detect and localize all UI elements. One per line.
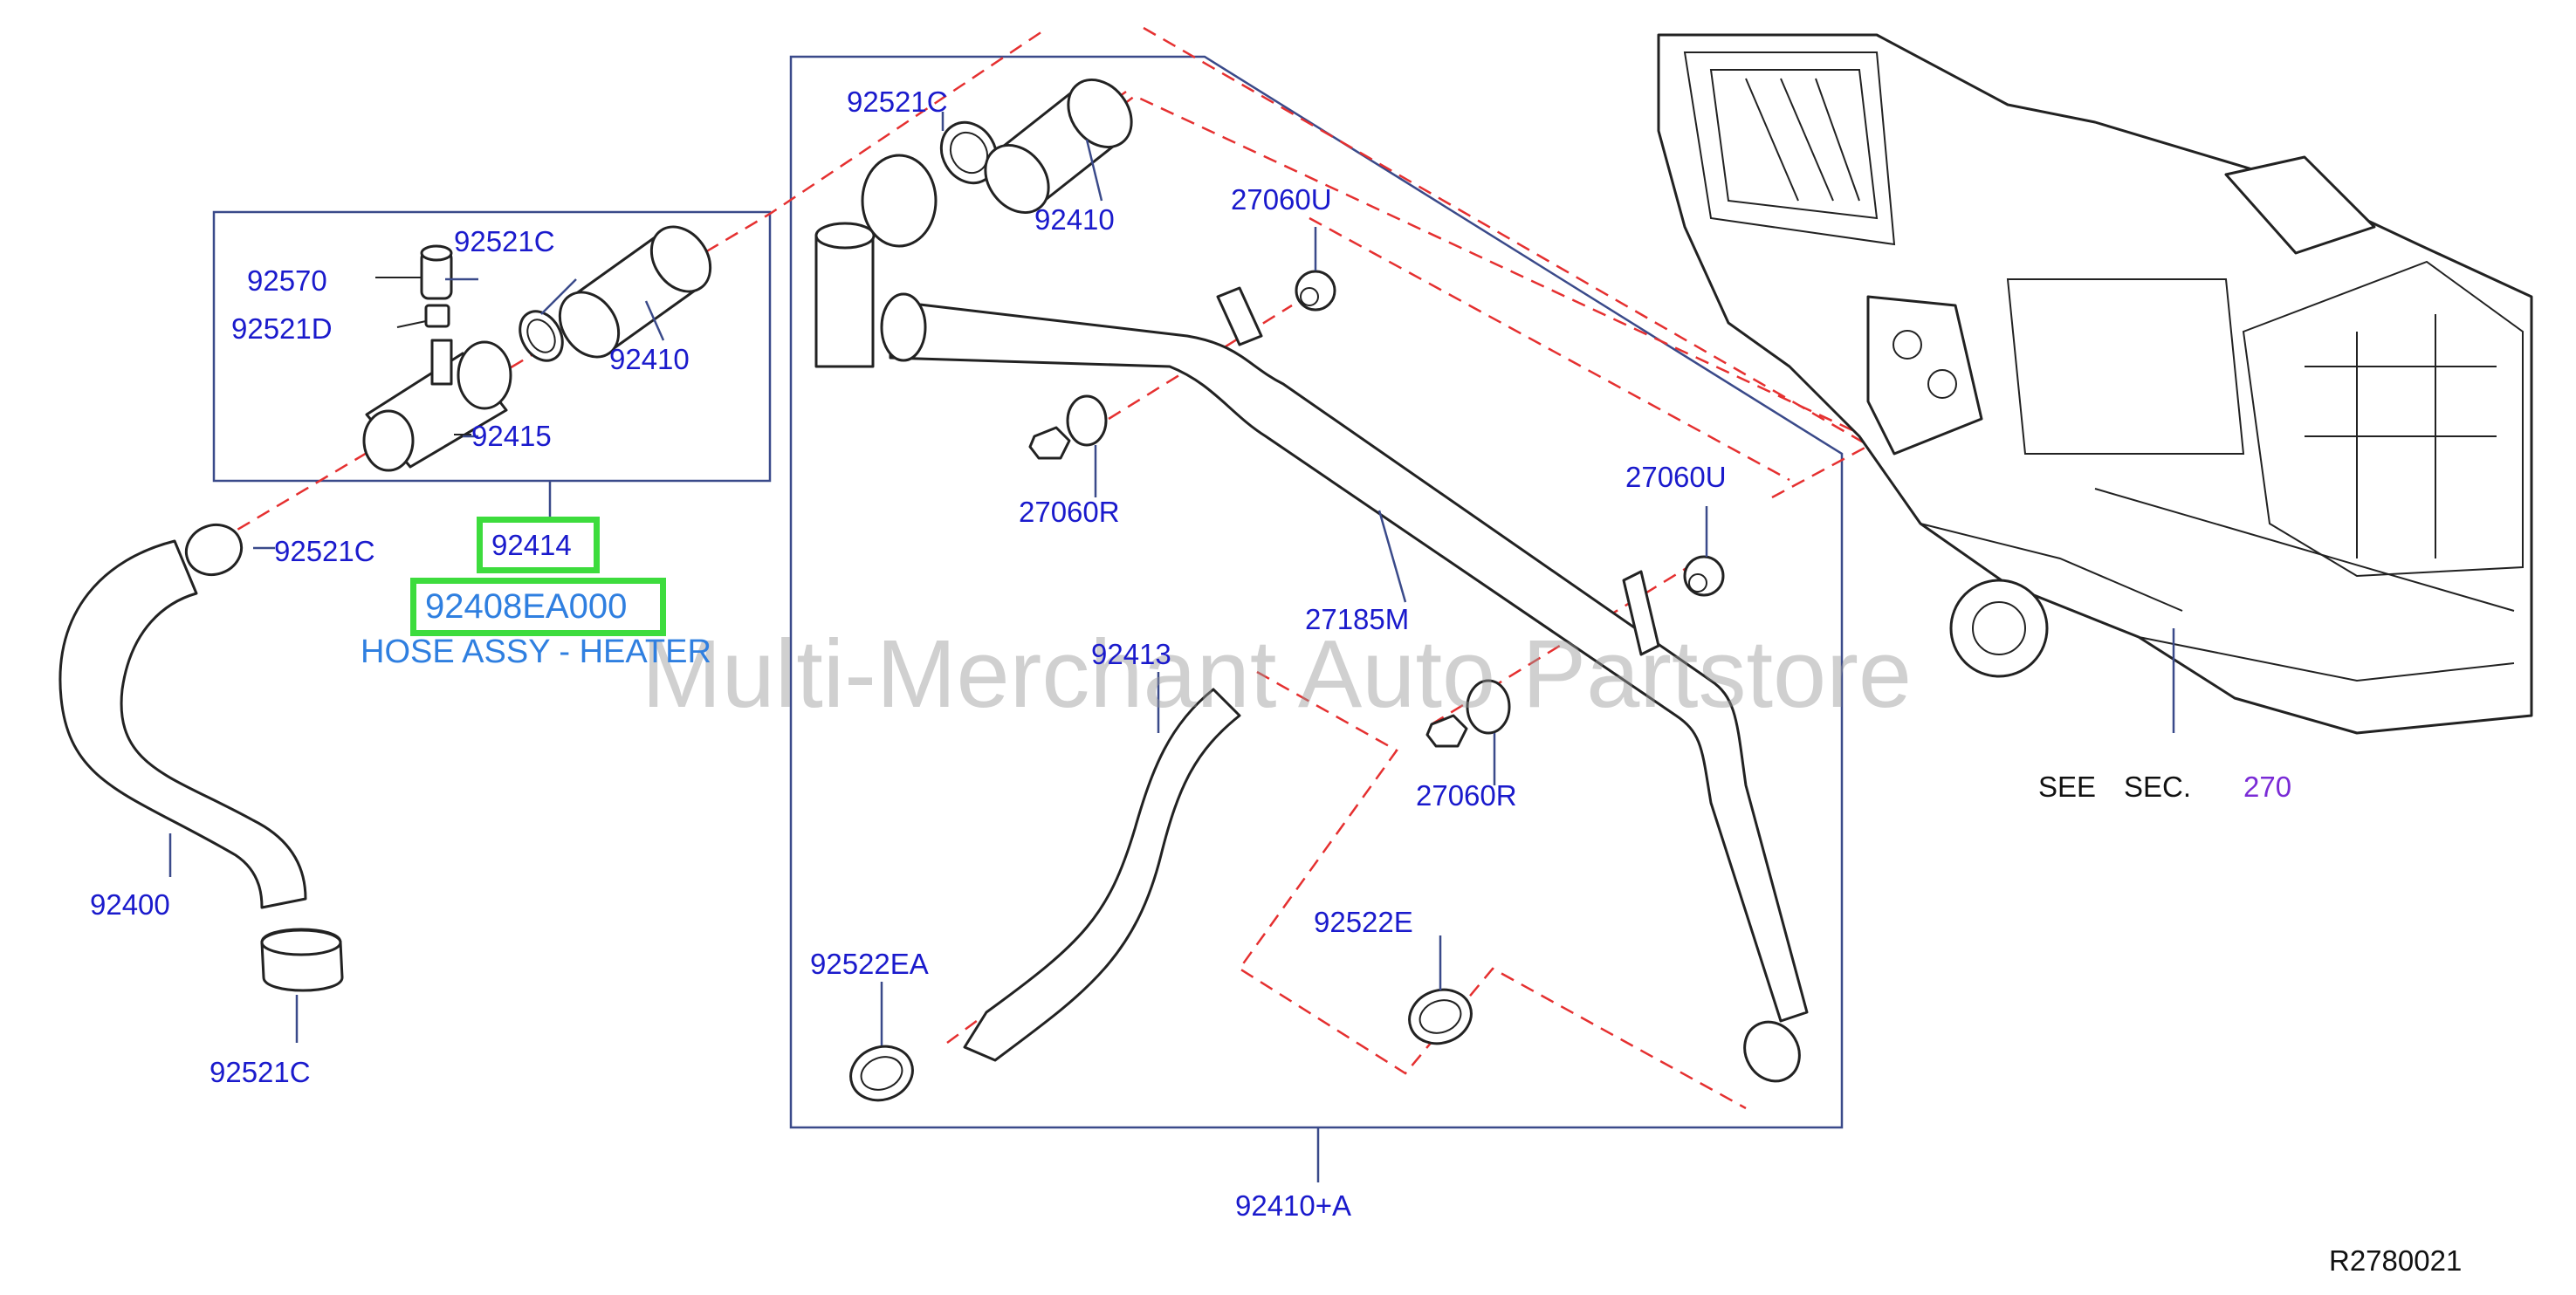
- label-27060U-right: 27060U: [1625, 461, 1727, 493]
- label-92400: 92400: [90, 888, 170, 921]
- hose-92400: [58, 524, 307, 909]
- highlighted-part-number[interactable]: 92408EA000: [425, 587, 628, 626]
- label-92521D: 92521D: [231, 312, 333, 345]
- diagram-code: R2780021: [2329, 1244, 2463, 1277]
- label-92410-center: 92410: [1034, 203, 1115, 236]
- subassembly-frame: [212, 210, 772, 483]
- clamp-92521C-frame: [939, 120, 999, 185]
- section-number-link[interactable]: 270: [2243, 771, 2292, 803]
- see-label: SEE: [2038, 771, 2097, 803]
- label-27060U-top: 27060U: [1231, 183, 1332, 216]
- label-92521C-bottom: 92521C: [210, 1056, 311, 1088]
- label-92522EA: 92522EA: [810, 948, 929, 980]
- clip-92521D: [396, 304, 450, 328]
- label-92521C-hose: 92521C: [274, 535, 375, 567]
- sleeve-92410-center: [984, 78, 1133, 215]
- nut-27060R-right: [1425, 679, 1511, 748]
- pipe-assembly-frame: [789, 55, 1844, 1129]
- grommet-27060U-right: [1683, 555, 1725, 597]
- highlighted-part-92414[interactable]: 92414: [491, 529, 572, 561]
- label-92410-left: 92410: [609, 343, 690, 375]
- sec-label: SEC.: [2124, 771, 2192, 803]
- joint-92415: [362, 339, 512, 472]
- cap-92570: [375, 244, 453, 300]
- label-92410A: 92410+A: [1235, 1189, 1352, 1222]
- label-92522E: 92522E: [1314, 906, 1413, 938]
- label-27060R-left: 27060R: [1019, 496, 1120, 528]
- clamp-92521C-bottom: [260, 928, 344, 992]
- highlight-box-92414[interactable]: [477, 517, 600, 573]
- nut-27060R-left: [1028, 394, 1108, 460]
- watermark: Multi-Merchant Auto Partstore: [642, 620, 1913, 728]
- label-92415: 92415: [471, 420, 552, 452]
- clamp-92522EA: [849, 1045, 914, 1102]
- pipe-27185M: [814, 154, 1809, 1083]
- label-27185M: 27185M: [1305, 603, 1410, 635]
- label-92413: 92413: [1091, 638, 1171, 670]
- highlight-box-part-number[interactable]: [410, 578, 666, 636]
- clamp-92522E: [1408, 988, 1473, 1045]
- label-27060R-right: 27060R: [1416, 779, 1517, 812]
- label-92521C-center: 92521C: [847, 86, 948, 118]
- part-description: HOSE ASSY - HEATER: [361, 634, 711, 670]
- heater-unit: [1657, 33, 2533, 735]
- label-92570: 92570: [247, 264, 327, 297]
- label-92521C-top: 92521C: [454, 225, 555, 257]
- clamp-92521C-small: [519, 310, 564, 362]
- sleeve-92410-left: [558, 225, 712, 359]
- grommet-27060U-top: [1295, 270, 1336, 312]
- hose-92413: [963, 688, 1241, 1062]
